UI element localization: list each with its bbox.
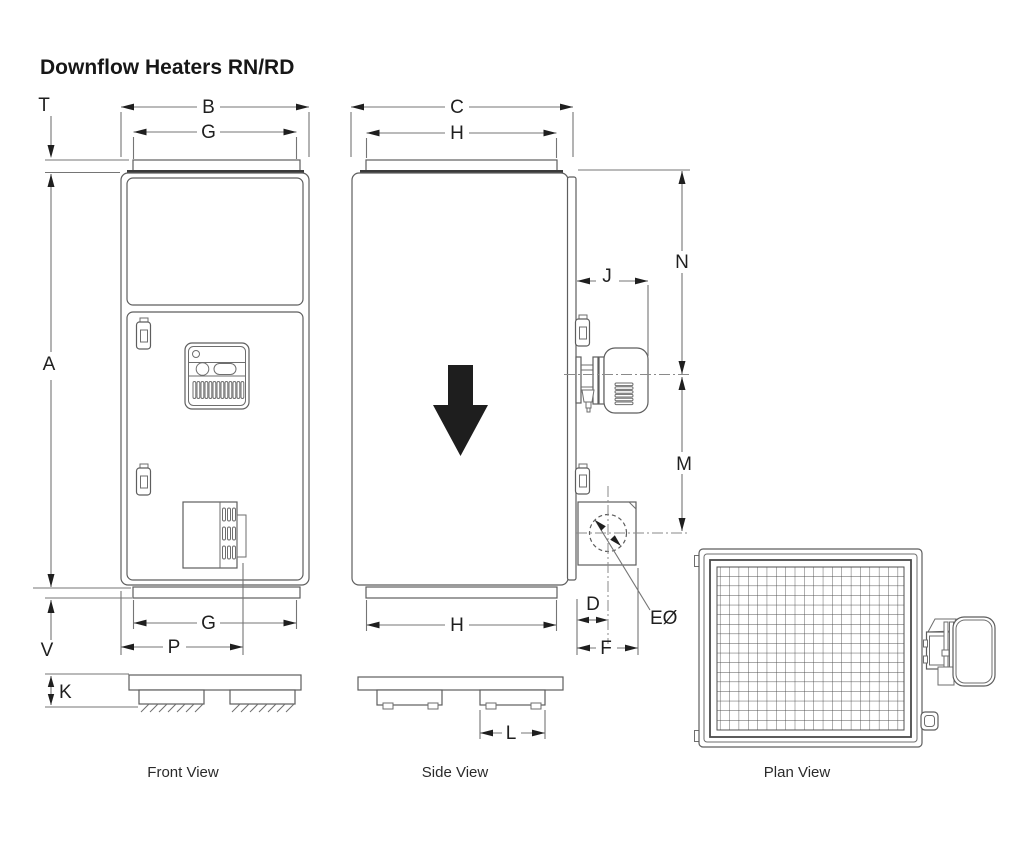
- dim-T: T: [38, 95, 129, 174]
- burner-housing: [603, 347, 649, 414]
- dim-label-B: B: [202, 97, 215, 118]
- side-latch-lower: [574, 463, 591, 495]
- dim-G-bottom: G: [132, 600, 298, 634]
- front-lower-panel: [126, 311, 304, 581]
- front-latch-upper: [135, 317, 152, 350]
- indicator-light: [192, 350, 200, 358]
- dim-label-M: M: [676, 454, 692, 475]
- front-upper-panel: [126, 177, 304, 306]
- front-view-caption: Front View: [147, 764, 219, 781]
- plan-inner-frame: [709, 559, 912, 738]
- front-control-panel: [184, 342, 250, 410]
- control-knob: [195, 362, 210, 376]
- dim-A: A: [33, 174, 131, 589]
- dim-M: M: [676, 377, 692, 531]
- side-view-caption: Side View: [422, 764, 489, 781]
- downflow-arrow-icon: [433, 365, 488, 456]
- flue-outlet: [576, 486, 689, 644]
- plan-mid-frame: [703, 553, 918, 743]
- dim-label-H-bottom: H: [450, 615, 464, 636]
- side-latch-upper: [574, 314, 591, 347]
- side-top-cap: [365, 159, 558, 172]
- dim-label-F: F: [600, 638, 612, 659]
- dim-V: V: [41, 597, 132, 661]
- plan-burner-housing: [952, 616, 996, 687]
- dim-H-top: H: [365, 123, 558, 158]
- plan-view: [694, 548, 996, 748]
- dim-C: C: [350, 97, 574, 157]
- dim-L: L: [479, 710, 546, 744]
- dim-label-K: K: [59, 682, 72, 703]
- dim-label-J: J: [602, 266, 612, 287]
- plan-view-caption: Plan View: [764, 764, 831, 781]
- front-view: [120, 159, 310, 713]
- dim-label-A: A: [43, 354, 56, 375]
- side-view: [351, 159, 689, 710]
- plan-burner: [923, 616, 996, 687]
- side-base: [357, 676, 564, 710]
- dim-label-C: C: [450, 97, 464, 118]
- dim-H-bottom: H: [365, 600, 558, 636]
- plan-grid-mesh: [716, 566, 905, 731]
- plan-handle: [920, 711, 939, 731]
- dim-E-diameter: EØ: [594, 519, 678, 629]
- front-base: [128, 674, 302, 713]
- ground-hatching-right: [231, 703, 295, 713]
- side-burner: [564, 347, 689, 414]
- dim-J: J: [577, 266, 649, 356]
- gas-valve: [581, 389, 595, 413]
- front-body: [120, 172, 310, 586]
- front-latch-lower: [135, 463, 152, 496]
- dim-G-top: G: [132, 122, 298, 159]
- front-bottom-flange: [132, 586, 301, 599]
- dim-label-G-bottom: G: [201, 613, 216, 634]
- dim-label-D: D: [586, 594, 600, 615]
- dim-label-H-top: H: [450, 123, 464, 144]
- dim-N: N: [578, 169, 690, 374]
- dim-label-E: EØ: [650, 608, 678, 629]
- burner-grille: [614, 382, 634, 406]
- side-bottom-flange: [365, 586, 558, 599]
- page-title: Downflow Heaters RN/RD: [40, 56, 294, 79]
- dim-label-P: P: [168, 637, 181, 658]
- dim-label-G-top: G: [201, 122, 216, 143]
- panel-vents: [192, 381, 245, 399]
- burner-box-vents: [222, 507, 236, 560]
- side-door-edge: [566, 176, 577, 581]
- control-switch: [213, 363, 237, 375]
- dim-label-T: T: [38, 95, 50, 116]
- dim-D: D: [576, 594, 608, 655]
- ground-hatching-left: [140, 703, 204, 713]
- dim-label-V: V: [41, 640, 54, 661]
- front-top-cap: [132, 159, 301, 172]
- burner-box-tab: [236, 514, 247, 558]
- dim-B: B: [120, 97, 310, 157]
- dim-K: K: [45, 673, 138, 708]
- front-burner-box: [182, 501, 247, 655]
- dim-P: P: [120, 591, 243, 658]
- dim-label-L: L: [506, 723, 517, 744]
- dim-label-N: N: [675, 252, 689, 273]
- dim-F: F: [577, 568, 639, 659]
